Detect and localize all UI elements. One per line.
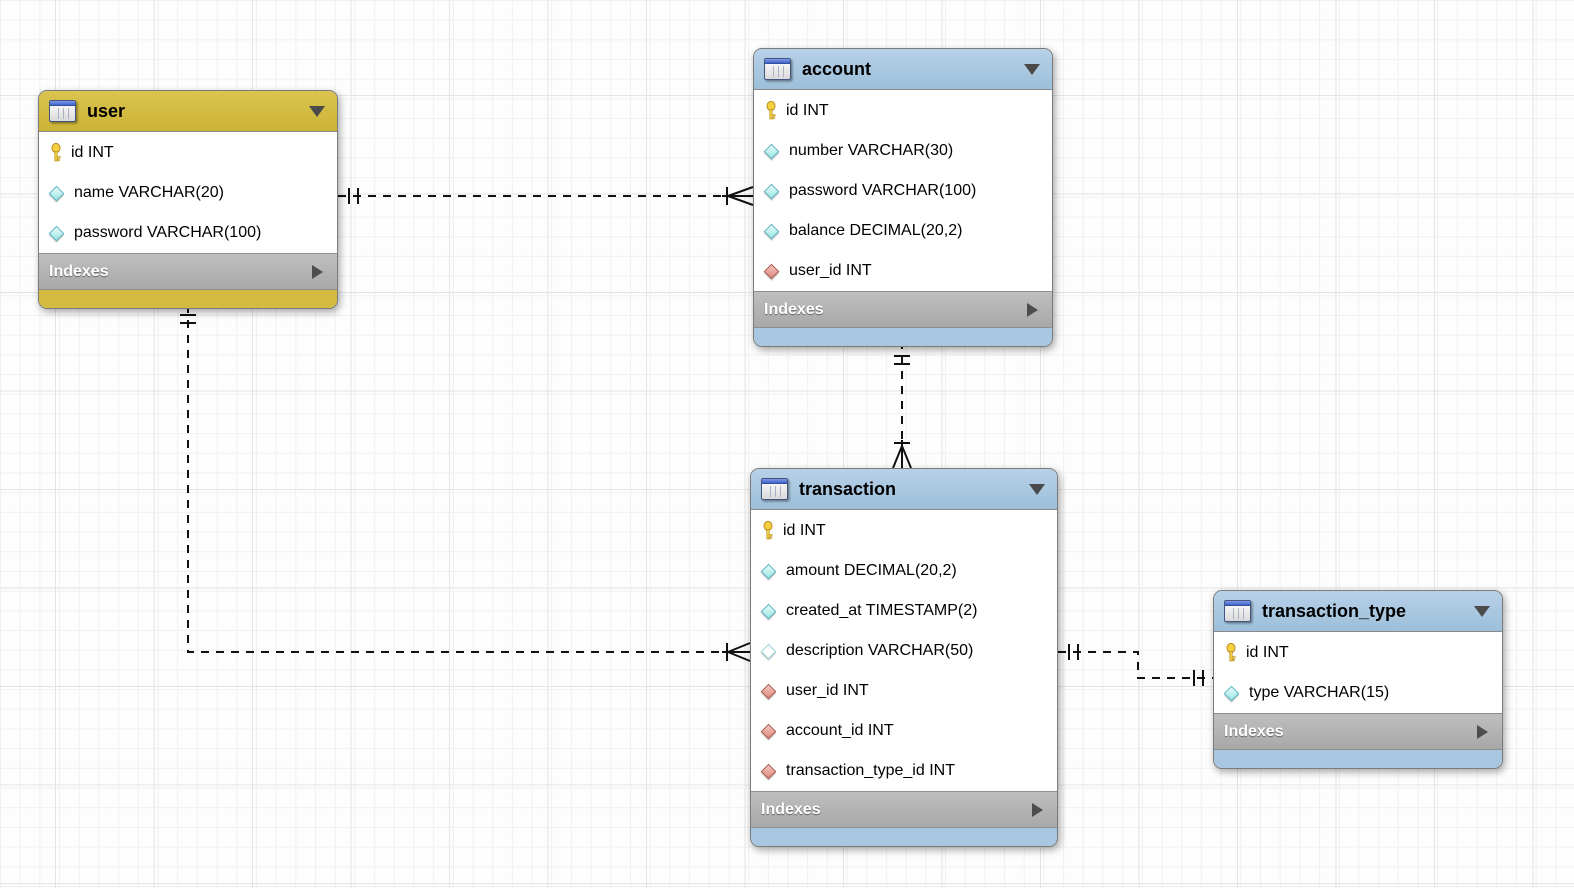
column-text: transaction_type_id INT bbox=[786, 762, 955, 779]
column-text: id INT bbox=[71, 144, 114, 161]
column-icon bbox=[48, 185, 65, 201]
collapse-arrow-icon[interactable] bbox=[1474, 605, 1490, 617]
column-text: created_at TIMESTAMP(2) bbox=[786, 602, 978, 619]
table-account: account id INT number VARCHAR(30) passwo… bbox=[753, 48, 1053, 347]
primary-key-icon bbox=[51, 143, 61, 162]
column-icon bbox=[760, 603, 777, 619]
expand-arrow-icon[interactable] bbox=[1477, 724, 1488, 739]
table-name: user bbox=[87, 100, 126, 121]
table-name: transaction bbox=[799, 478, 897, 499]
foreign-key-icon bbox=[760, 683, 777, 699]
column-row[interactable]: id INT bbox=[754, 91, 1052, 131]
column-row[interactable]: created_at TIMESTAMP(2) bbox=[751, 591, 1057, 631]
foreign-key-icon bbox=[760, 763, 777, 779]
column-row[interactable]: name VARCHAR(20) bbox=[39, 173, 337, 213]
indexes-label: Indexes bbox=[49, 262, 109, 280]
column-row[interactable]: number VARCHAR(30) bbox=[754, 131, 1052, 171]
table-transaction: transaction id INT amount DECIMAL(20,2) … bbox=[750, 468, 1058, 847]
column-icon bbox=[763, 223, 780, 239]
collapse-arrow-icon[interactable] bbox=[309, 105, 325, 117]
column-text: number VARCHAR(30) bbox=[789, 142, 954, 159]
expand-arrow-icon[interactable] bbox=[1032, 802, 1043, 817]
column-list: id INT name VARCHAR(20) password VARCHAR… bbox=[39, 132, 337, 253]
indexes-bar[interactable]: Indexes bbox=[754, 291, 1052, 327]
column-row[interactable]: balance DECIMAL(20,2) bbox=[754, 211, 1052, 251]
relationship-user-transaction[interactable] bbox=[180, 305, 751, 662]
table-footer bbox=[751, 827, 1057, 846]
column-row[interactable]: account_id INT bbox=[751, 711, 1057, 751]
indexes-bar[interactable]: Indexes bbox=[1214, 713, 1502, 749]
column-text: balance DECIMAL(20,2) bbox=[789, 222, 963, 239]
column-text: account_id INT bbox=[786, 722, 894, 739]
table-icon bbox=[764, 58, 791, 80]
collapse-arrow-icon[interactable] bbox=[1024, 63, 1040, 75]
table-transaction-header[interactable]: transaction bbox=[751, 469, 1057, 510]
table-user: user id INT name VARCHAR(20) password VA… bbox=[38, 90, 338, 309]
column-row[interactable]: id INT bbox=[39, 133, 337, 173]
column-text: password VARCHAR(100) bbox=[789, 182, 977, 199]
column-row[interactable]: user_id INT bbox=[751, 671, 1057, 711]
column-text: type VARCHAR(15) bbox=[1249, 684, 1390, 701]
indexes-label: Indexes bbox=[1224, 722, 1284, 740]
column-icon bbox=[760, 563, 777, 579]
table-user-header[interactable]: user bbox=[39, 91, 337, 132]
expand-arrow-icon[interactable] bbox=[1027, 302, 1038, 317]
column-text: name VARCHAR(20) bbox=[74, 184, 224, 201]
nullable-column-icon bbox=[760, 643, 777, 659]
column-row[interactable]: password VARCHAR(100) bbox=[754, 171, 1052, 211]
column-list: id INT type VARCHAR(15) bbox=[1214, 632, 1502, 713]
column-row[interactable]: id INT bbox=[751, 511, 1057, 551]
column-row[interactable]: transaction_type_id INT bbox=[751, 751, 1057, 791]
column-icon bbox=[763, 143, 780, 159]
primary-key-icon bbox=[766, 101, 776, 120]
column-row[interactable]: id INT bbox=[1214, 633, 1502, 673]
table-icon bbox=[49, 100, 76, 122]
primary-key-icon bbox=[1226, 643, 1236, 662]
column-row[interactable]: description VARCHAR(50) bbox=[751, 631, 1057, 671]
table-footer bbox=[1214, 749, 1502, 768]
indexes-bar[interactable]: Indexes bbox=[751, 791, 1057, 827]
table-transaction-type: transaction_type id INT type VARCHAR(15)… bbox=[1213, 590, 1503, 769]
column-text: id INT bbox=[786, 102, 829, 119]
relationship-account-transaction[interactable] bbox=[892, 341, 912, 469]
indexes-bar[interactable]: Indexes bbox=[39, 253, 337, 289]
table-transaction-type-header[interactable]: transaction_type bbox=[1214, 591, 1502, 632]
table-footer bbox=[39, 289, 337, 308]
primary-key-icon bbox=[763, 521, 773, 540]
column-text: id INT bbox=[783, 522, 826, 539]
table-icon bbox=[1224, 600, 1251, 622]
table-name: account bbox=[802, 58, 872, 79]
column-row[interactable]: type VARCHAR(15) bbox=[1214, 673, 1502, 713]
column-list: id INT amount DECIMAL(20,2) created_at T… bbox=[751, 510, 1057, 791]
column-text: password VARCHAR(100) bbox=[74, 224, 262, 241]
table-account-header[interactable]: account bbox=[754, 49, 1052, 90]
column-icon bbox=[1223, 685, 1240, 701]
table-icon bbox=[761, 478, 788, 500]
column-text: amount DECIMAL(20,2) bbox=[786, 562, 957, 579]
column-row[interactable]: amount DECIMAL(20,2) bbox=[751, 551, 1057, 591]
expand-arrow-icon[interactable] bbox=[312, 264, 323, 279]
relationship-user-account[interactable] bbox=[338, 186, 754, 206]
column-text: user_id INT bbox=[786, 682, 869, 699]
column-text: description VARCHAR(50) bbox=[786, 642, 974, 659]
table-name: transaction_type bbox=[1262, 600, 1407, 621]
relationship-transaction-transaction-type[interactable] bbox=[1058, 644, 1213, 686]
indexes-label: Indexes bbox=[764, 300, 824, 318]
foreign-key-icon bbox=[760, 723, 777, 739]
column-icon bbox=[763, 183, 780, 199]
column-row[interactable]: password VARCHAR(100) bbox=[39, 213, 337, 253]
collapse-arrow-icon[interactable] bbox=[1029, 483, 1045, 495]
table-footer bbox=[754, 327, 1052, 346]
column-text: id INT bbox=[1246, 644, 1289, 661]
column-icon bbox=[48, 225, 65, 241]
indexes-label: Indexes bbox=[761, 800, 821, 818]
foreign-key-icon bbox=[763, 263, 780, 279]
column-list: id INT number VARCHAR(30) password VARCH… bbox=[754, 90, 1052, 291]
column-text: user_id INT bbox=[789, 262, 872, 279]
column-row[interactable]: user_id INT bbox=[754, 251, 1052, 291]
